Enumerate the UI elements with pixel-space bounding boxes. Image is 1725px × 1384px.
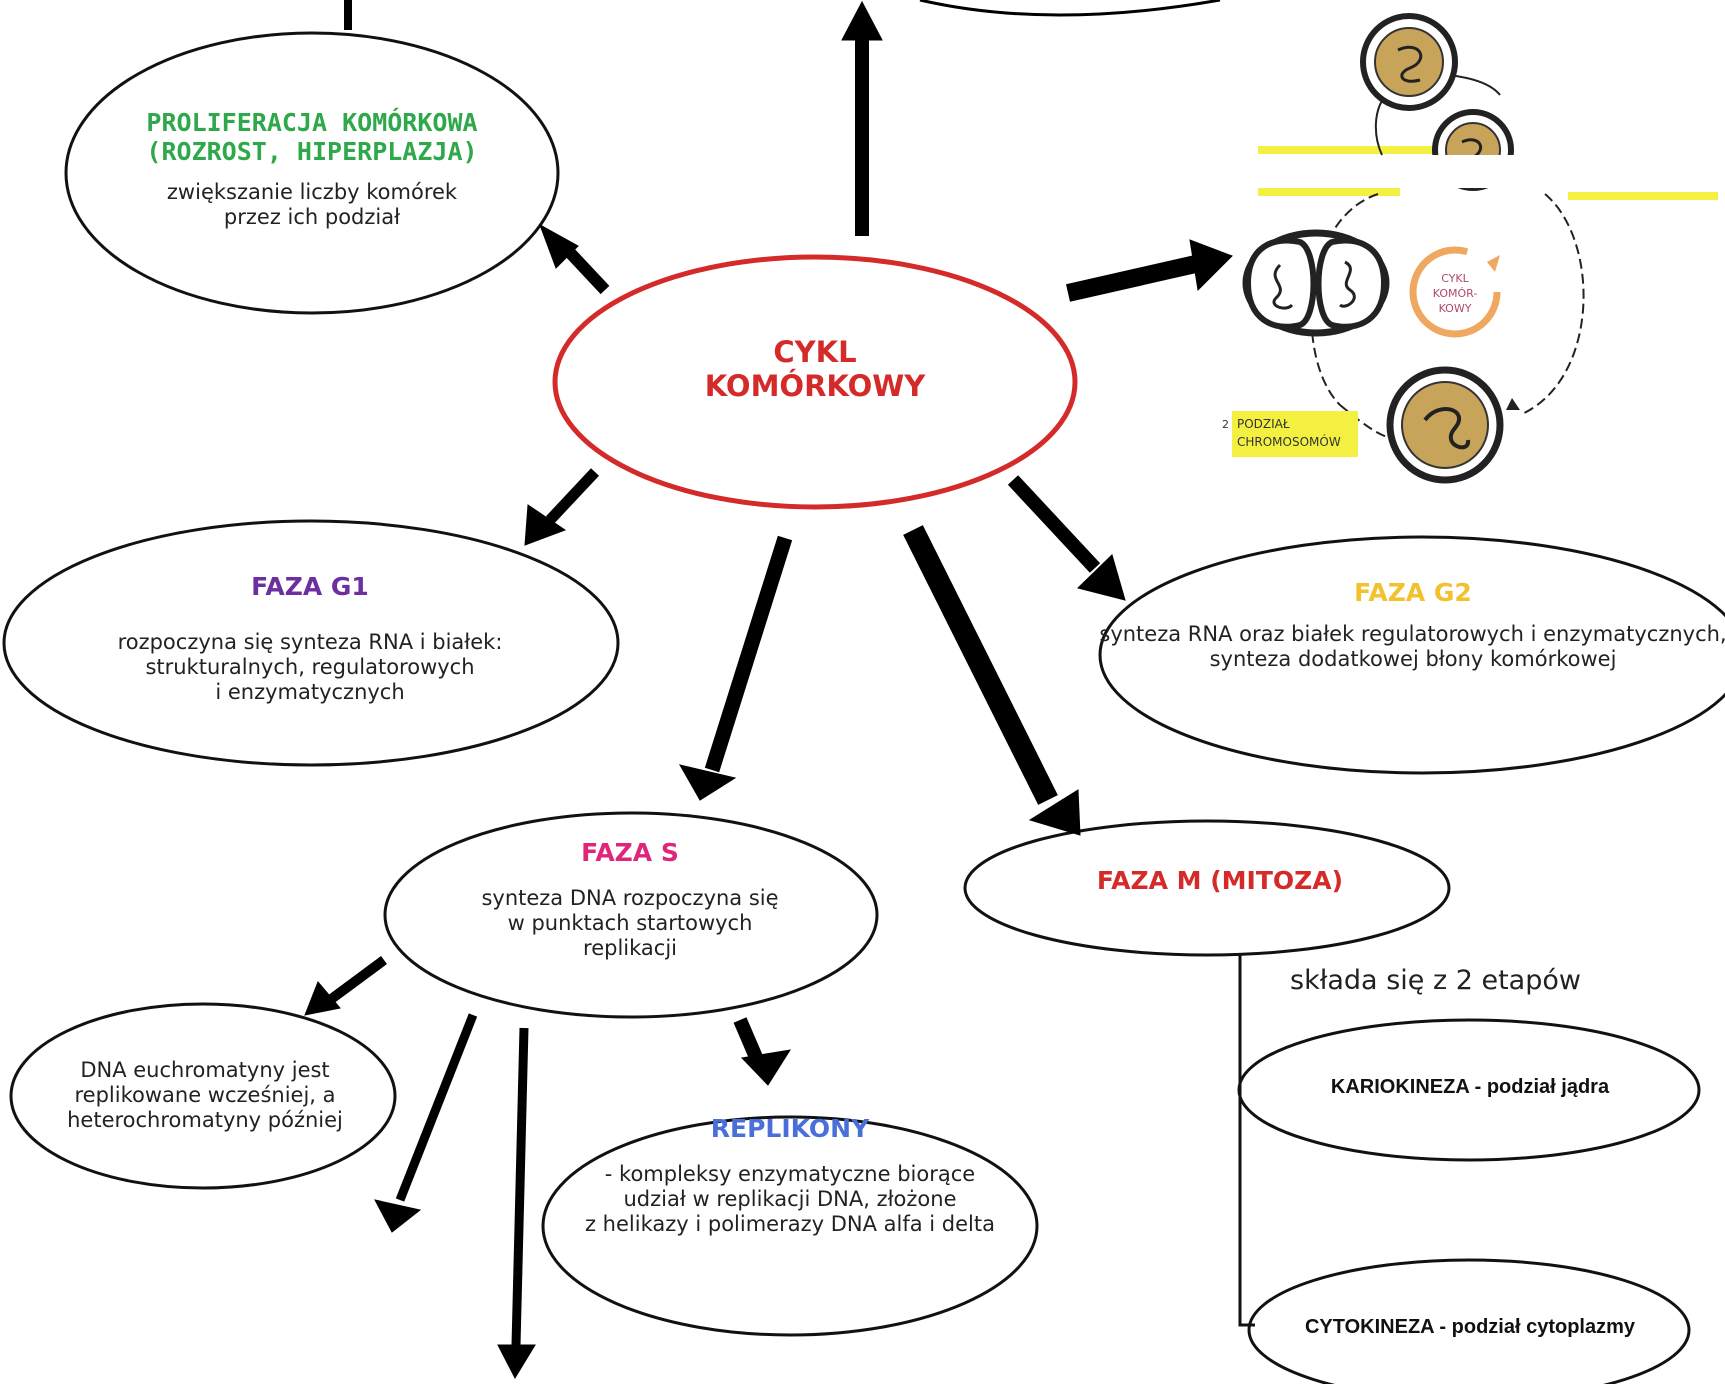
phase-label-line2: CHROMOSOMÓW — [1237, 434, 1341, 449]
arrow-illustration-head — [1189, 239, 1233, 292]
arrow-m-shaft — [903, 525, 1058, 805]
inner-cycle-line1: CYKL — [1441, 272, 1469, 285]
proliferation-body: zwiększanie liczby komórek przez ich pod… — [166, 180, 458, 229]
arrow-illustration-shaft — [1066, 254, 1202, 302]
g1-title: FAZA G1 — [251, 572, 369, 601]
center-ellipse — [552, 254, 1078, 510]
phase-label-number: 2 — [1222, 418, 1229, 431]
g2-node: FAZA G2 synteza RNA oraz białek regulato… — [1098, 578, 1725, 672]
arrow-s-shaft — [704, 535, 793, 773]
euchromatin-node: DNA euchromatyny jest replikowane wcześn… — [40, 1058, 370, 1133]
orange-cycle-ring — [1409, 246, 1501, 338]
replikony-body: - kompleksy enzymatyczne biorące udział … — [584, 1162, 995, 1236]
g1-body: rozpoczyna się synteza RNA i białek: str… — [117, 630, 503, 704]
s-node: FAZA S synteza DNA rozpoczyna się w punk… — [420, 838, 840, 961]
center-title-line2: KOMÓRKOWY — [704, 369, 926, 403]
g1-node: FAZA G1 rozpoczyna się synteza RNA i bia… — [40, 572, 580, 705]
proliferation-title-line2: (ROZROST, HIPERPLAZJA) — [146, 137, 478, 166]
arrow-g1-shaft — [545, 468, 600, 524]
euchromatin-body: DNA euchromatyny jest replikowane wcześn… — [67, 1058, 343, 1132]
arrow-down-shaft — [511, 1027, 529, 1346]
chromosome-shape — [1397, 45, 1423, 83]
cycle-path — [1447, 74, 1501, 96]
g1-ellipse — [2, 519, 620, 767]
replikony-node: REPLIKONY - kompleksy enzymatyczne biorą… — [565, 1114, 1015, 1237]
s-title: FAZA S — [581, 838, 679, 867]
cycle-path — [1519, 193, 1585, 416]
arrow-g2-shaft — [1007, 475, 1101, 573]
proliferation-title-line1: PROLIFERACJA KOMÓRKOWA — [146, 108, 478, 137]
arrow-lower-left-shaft — [395, 1013, 478, 1202]
replikony-title: REPLIKONY — [710, 1114, 870, 1143]
euchromatin-ellipse — [9, 1002, 397, 1190]
chromosome-shape — [1272, 263, 1294, 310]
chromosome-shape — [1423, 407, 1470, 450]
daughter-cell — [1315, 237, 1388, 330]
cell-nucleus — [1401, 381, 1489, 469]
m-bracket-line — [1238, 955, 1255, 1327]
m-ellipse — [963, 819, 1451, 957]
s-ellipse — [383, 811, 879, 1019]
proliferation-node: PROLIFERACJA KOMÓRKOWA (ROZROST, HIPERPL… — [72, 108, 552, 230]
karyokinesis-label: KARIOKINEZA - podział jądra — [1330, 1076, 1610, 1098]
g2-title: FAZA G2 — [1354, 578, 1472, 607]
arrow-replikony-shaft — [733, 1017, 765, 1065]
center-node: CYKL KOMÓRKOWY — [615, 335, 1015, 403]
s-body: synteza DNA rozpoczyna się w punktach st… — [481, 886, 779, 960]
orange-cycle-arrow — [1487, 255, 1500, 272]
arrow-g1-head — [524, 504, 567, 546]
illustration-mask — [1400, 155, 1550, 188]
inner-cycle-line3: KOWY — [1439, 302, 1472, 315]
g2-ellipse — [1098, 535, 1725, 775]
top-partial-ellipse — [919, 0, 1221, 17]
arrow-lower-left-head — [374, 1199, 422, 1233]
arrow-up-head — [841, 0, 883, 41]
center-title-line1: CYKL — [773, 335, 857, 369]
phase-label-line1: PODZIAŁ — [1237, 417, 1290, 431]
cytokinesis-ellipse — [1247, 1258, 1691, 1384]
arrow-s-head — [678, 764, 737, 801]
arrow-down-head — [497, 1344, 536, 1380]
cytokinesis-label: CYTOKINEZA - podział cytoplazmy — [1304, 1316, 1636, 1338]
m-note: składa się z 2 etapów — [1290, 965, 1581, 996]
arrow-proliferation-head — [539, 223, 579, 269]
chromosome-shape — [1339, 260, 1356, 308]
g2-body: synteza RNA oraz białek regulatorowych i… — [1099, 622, 1725, 671]
arrow-m-head — [1028, 789, 1081, 836]
cell-cycle-illustration: CYKL KOMÓR- KOWY 2 PODZIAŁ CHROMOSOMÓW — [1222, 13, 1718, 484]
daughter-cell — [1244, 237, 1317, 330]
cycle-arrowhead — [1506, 398, 1520, 410]
cell-nucleus — [1374, 27, 1444, 97]
arrow-g2-head — [1077, 554, 1126, 601]
m-node: FAZA M (MITOZA) — [990, 866, 1450, 896]
inner-cycle-line2: KOMÓR- — [1433, 287, 1478, 300]
arrow-euchromatin-head — [304, 981, 341, 1016]
replikony-ellipse — [541, 1115, 1039, 1337]
phase-label-box — [1232, 411, 1358, 457]
m-title: FAZA M (MITOZA) — [1096, 866, 1344, 895]
arrow-replikony-head — [740, 1049, 792, 1086]
arrow-euchromatin-shaft — [327, 955, 387, 1005]
proliferation-ellipse — [64, 31, 560, 315]
arrows-group — [304, 0, 1233, 1380]
